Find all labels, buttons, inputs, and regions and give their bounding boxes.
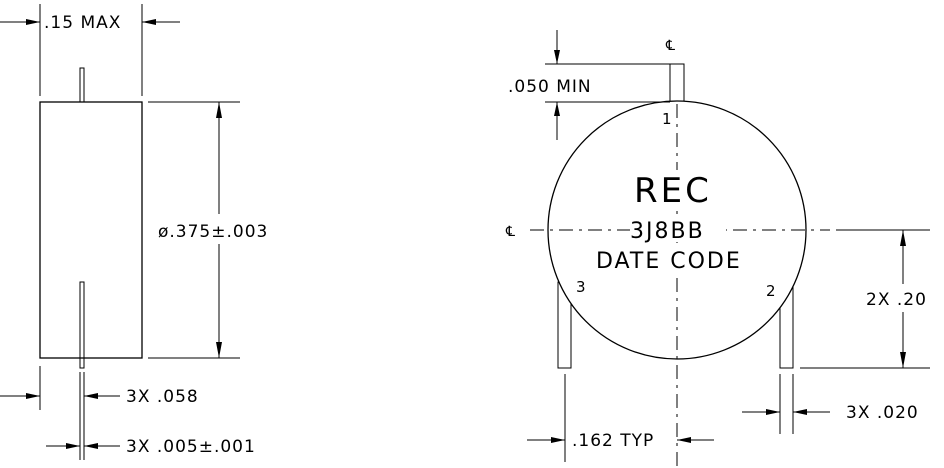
marking-line1: REC	[634, 171, 712, 211]
lead-tolerance-label: 3X .005±.001	[126, 437, 256, 457]
pin-2-label: 2	[766, 282, 776, 300]
diameter-label: ø.375±.003	[158, 222, 268, 242]
centerline-left: ℄	[505, 224, 515, 240]
front-view: ℄ ℄ REC 3J8BB DATE CODE 1 2 3 .050 MIN 2…	[505, 30, 930, 468]
top-lead	[79, 67, 85, 103]
side-view: .15 MAX ø.375±.003 3X .058 3X .005±.001	[0, 4, 268, 460]
pin-width-label: 3X .020	[846, 403, 919, 423]
centerline-top: ℄	[665, 38, 675, 54]
marking-line2: 3J8BB	[630, 219, 705, 244]
min-length-label: .050 MIN	[508, 77, 592, 97]
lead-width-label: 3X .058	[126, 387, 199, 407]
max-width-label: .15 MAX	[44, 13, 121, 33]
component-body-side	[39, 101, 143, 359]
lead-1	[669, 63, 685, 103]
bottom-lead	[79, 281, 85, 369]
pin-1-label: 1	[662, 110, 672, 128]
typ-spacing-label: .162 TYP	[572, 431, 654, 451]
pin-3-label: 3	[576, 278, 586, 296]
spacing-label: 2X .20	[866, 290, 927, 310]
marking-line3: DATE CODE	[596, 249, 742, 274]
